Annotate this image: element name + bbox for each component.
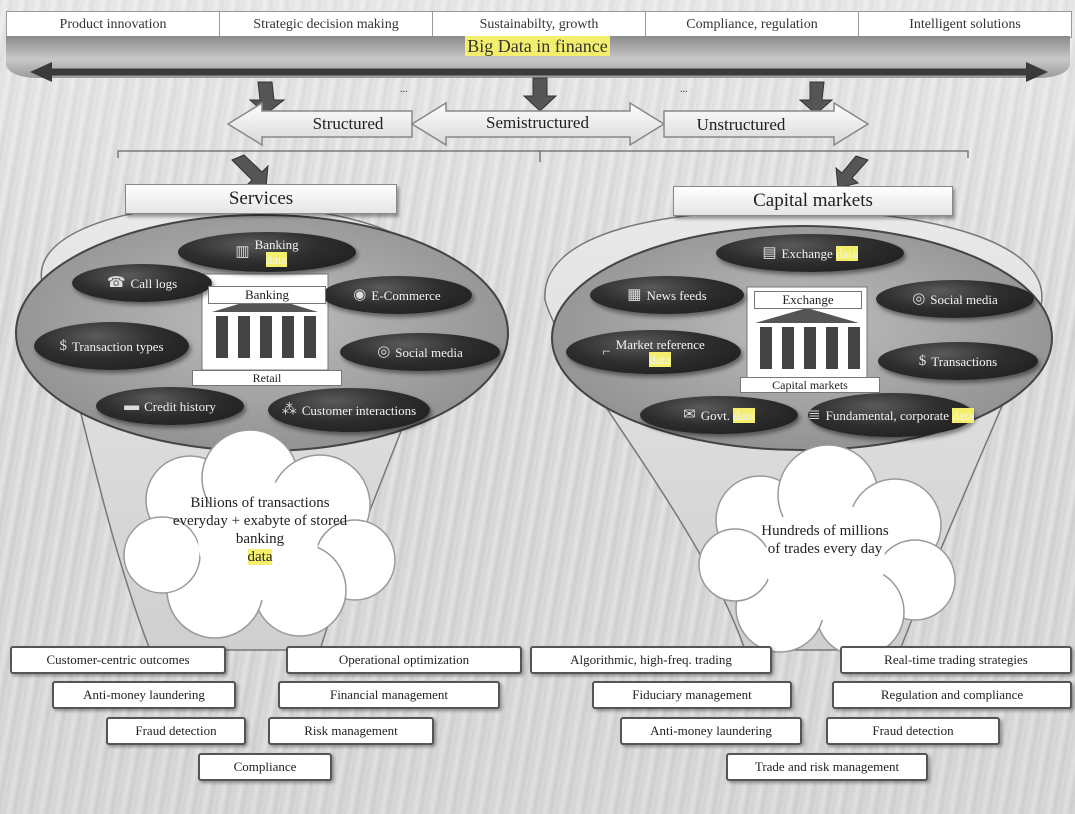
pill-label: Social media <box>930 291 998 307</box>
news-icon: ▦ <box>627 286 642 303</box>
outcome-box: Risk management <box>268 717 434 745</box>
outcome-box: Algorithmic, high-freq. trading <box>530 646 772 674</box>
title-prefix: Big Data <box>467 36 537 56</box>
card-icon: ▬ <box>124 397 140 414</box>
pill-label: Social media <box>395 344 463 360</box>
bracket <box>117 150 969 162</box>
pill-label: News feeds <box>646 287 707 303</box>
down-arrows <box>248 77 834 115</box>
semistructured-label: Semistructured <box>486 113 589 132</box>
pill-highlight: data <box>836 245 858 261</box>
pill-credit-history: ▬ Credit history <box>96 387 244 425</box>
outcome-box: Customer-centric outcomes <box>10 646 226 674</box>
outcome-box: Regulation and compliance <box>832 681 1072 709</box>
pill-label: Customer interactions <box>301 402 417 418</box>
pill-highlight: data <box>649 352 672 367</box>
pill-transactions: $ Transactions <box>878 342 1038 380</box>
pill-transaction-types: $ Transaction types <box>34 322 189 370</box>
outcome-box: Fraud detection <box>106 717 246 745</box>
pill-govt-data: ✉ Govt. data <box>640 396 798 434</box>
top-item: Compliance, regulation <box>646 12 859 37</box>
services-cloud <box>123 429 396 639</box>
dollar-icon: $ <box>59 337 67 354</box>
banking-caption: Banking <box>208 286 326 304</box>
diagram-title: Big Data in finance <box>0 36 1075 57</box>
pill-label: E-Commerce <box>371 287 441 303</box>
outcome-box: Trade and risk management <box>726 753 928 781</box>
dollar-icon: $ <box>918 352 927 369</box>
cloud-highlight: data <box>247 549 273 565</box>
exchange-icon: ▤ <box>762 244 777 261</box>
people-icon: ⁂ <box>281 401 297 418</box>
top-benefits-bar: Product innovation Strategic decision ma… <box>6 11 1072 38</box>
capital-markets-caption: Capital markets <box>740 377 880 393</box>
outcome-box: Fraud detection <box>826 717 1000 745</box>
pill-highlight: data <box>952 407 974 423</box>
outcome-box: Operational optimization <box>286 646 522 674</box>
ellipsis-left: ... <box>400 84 408 95</box>
pill-label: Banking <box>254 237 299 252</box>
pill-fundamental-corporate-data: ≣ Fundamental, corporate data <box>808 393 974 437</box>
capital-cloud-text: Hundreds of millions of trades every day <box>761 523 889 557</box>
pill-label: Exchange <box>781 245 833 261</box>
outcome-box: Anti-money laundering <box>620 717 802 745</box>
services-cloud-text: Billions of transactions everyday + exab… <box>170 494 350 566</box>
panel-arrows <box>231 154 869 189</box>
top-item: Strategic decision making <box>220 12 433 37</box>
pill-social-media: ◎ Social media <box>876 280 1034 318</box>
pill-label: Govt. <box>700 407 730 423</box>
building-icon: ▥ <box>235 243 250 260</box>
pill-label: Transaction types <box>71 338 164 354</box>
pill-label: Transactions <box>931 353 998 369</box>
phone-icon: ☎ <box>106 274 126 291</box>
outcome-box: Compliance <box>198 753 332 781</box>
database-icon: ≣ <box>808 406 821 423</box>
double-arrow <box>30 62 1048 82</box>
pill-label: Call logs <box>130 275 178 291</box>
data-type-arrows <box>226 101 870 147</box>
pill-news-feeds: ▦ News feeds <box>590 276 744 314</box>
outcome-box: Anti-money laundering <box>52 681 236 709</box>
pill-label: Credit history <box>144 398 216 414</box>
pill-highlight: data <box>733 407 755 423</box>
pill-label: Market reference <box>615 337 705 352</box>
social-icon: ◎ <box>377 343 391 360</box>
outcome-box: Financial management <box>278 681 500 709</box>
structured-label: Structured <box>312 114 384 133</box>
top-item: Sustainabilty, growth <box>433 12 646 37</box>
pill-call-logs: ☎ Call logs <box>72 264 212 302</box>
social-icon: ◎ <box>912 290 926 307</box>
pill-social-media: ◎ Social media <box>340 333 500 371</box>
capital-markets-header: Capital markets <box>673 186 953 216</box>
top-item: Intelligent solutions <box>909 17 1021 32</box>
exchange-caption: Exchange <box>754 291 862 309</box>
pill-customer-interactions: ⁂ Customer interactions <box>268 388 430 432</box>
chart-icon: ⌐ <box>602 343 611 360</box>
outcome-box: Fiduciary management <box>592 681 792 709</box>
retail-caption: Retail <box>192 370 342 386</box>
capital-cloud <box>698 444 956 657</box>
pill-e-commerce: ◉ E-Commerce <box>322 276 472 314</box>
top-item: Product innovation <box>7 12 220 37</box>
pill-highlight: data <box>265 252 288 267</box>
title-highlight: in finance <box>536 36 608 56</box>
cloud-text: Billions of transactions everyday + exab… <box>172 495 348 547</box>
services-header: Services <box>125 184 397 214</box>
ellipsis-right: ... <box>680 84 688 95</box>
outcome-box: Real-time trading strategies <box>840 646 1072 674</box>
pill-exchange-data: ▤ Exchange data <box>716 234 904 272</box>
cart-icon: ◉ <box>353 286 367 303</box>
unstructured-label: Unstructured <box>696 115 786 134</box>
govt-icon: ✉ <box>683 406 696 423</box>
pill-label: Fundamental, corporate <box>825 407 950 423</box>
